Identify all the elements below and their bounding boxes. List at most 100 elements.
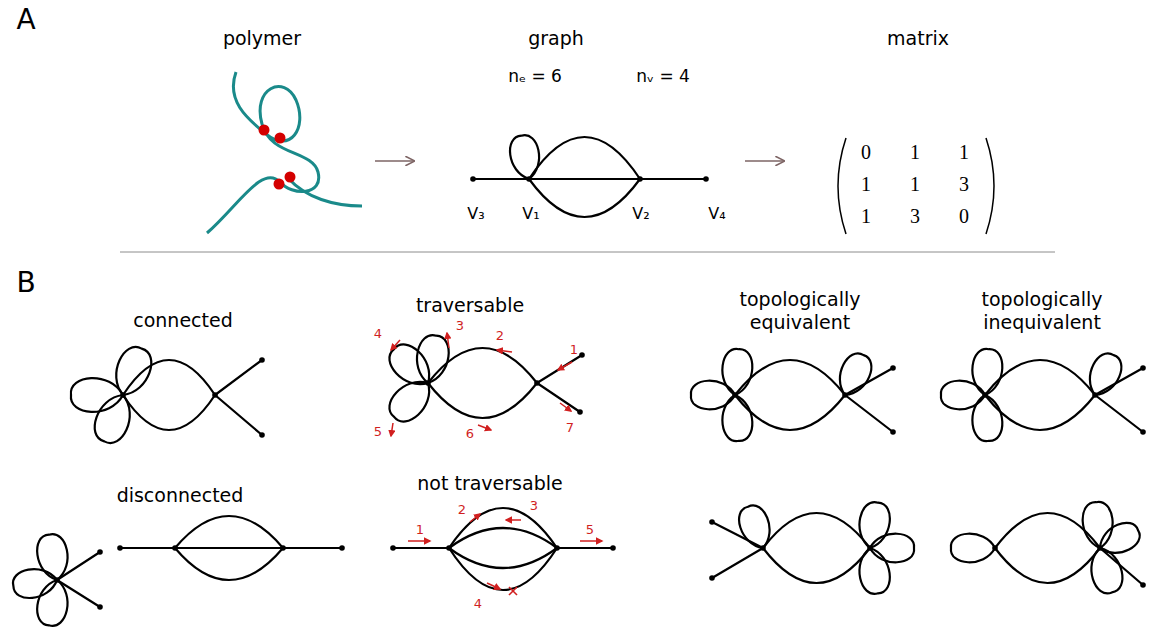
step-arrow — [447, 333, 449, 348]
graph-vertex — [390, 545, 396, 551]
graph-vertex — [554, 545, 560, 551]
step-arrow — [506, 519, 521, 521]
matrix-bracket — [986, 138, 994, 234]
step-number: 4 — [374, 326, 382, 342]
graph-edge — [123, 395, 215, 430]
graph-edge — [529, 179, 640, 217]
step-number: 5 — [374, 424, 382, 440]
graph-edge — [972, 395, 1002, 441]
graph-edge — [537, 355, 582, 383]
transition-arrow — [375, 160, 414, 162]
graph-edge — [71, 378, 123, 412]
matrix-entry: 1 — [910, 172, 920, 196]
graph-vertex — [890, 429, 896, 435]
crosslink-dot — [285, 172, 296, 183]
graph-edge — [735, 360, 845, 395]
graph-vertex — [1140, 582, 1146, 588]
graph-vertex — [259, 357, 265, 363]
graph-vertex — [446, 545, 452, 551]
graph-vertex — [577, 409, 583, 415]
graph-vertex — [117, 545, 123, 551]
step-arrows — [391, 333, 602, 595]
graph-vertex — [867, 545, 873, 551]
graph-vertex — [732, 392, 738, 398]
step-number: 1 — [570, 342, 578, 358]
graph-edge — [739, 505, 770, 548]
graph-edge — [283, 547, 342, 549]
matrix-entry: 0 — [959, 204, 969, 228]
step-number: 2 — [496, 328, 504, 344]
graph-vertex — [470, 176, 476, 182]
step-arrow — [478, 425, 491, 430]
step-number: 3 — [530, 498, 538, 514]
graph-edge — [712, 548, 763, 578]
graph-edge — [393, 547, 449, 549]
graph-edge — [1095, 395, 1143, 432]
graph-vertex — [709, 519, 715, 525]
graph-vertex — [97, 549, 103, 555]
step-number: 3 — [456, 318, 464, 334]
graph-edge — [120, 547, 175, 549]
graph-edge — [1100, 548, 1143, 585]
graph-vertex — [760, 545, 766, 551]
graph-edge — [859, 548, 889, 594]
panel-letter: A — [16, 3, 35, 37]
section-separator — [120, 252, 1055, 253]
blocked-mark — [509, 587, 517, 595]
matrix-entry: 3 — [910, 204, 920, 228]
step-arrow — [560, 403, 571, 411]
graph-edge — [1083, 502, 1113, 548]
step-arrow — [580, 540, 602, 542]
step-arrow — [470, 514, 480, 522]
graph-edge — [389, 382, 429, 422]
graph-vertex — [579, 352, 585, 358]
panel-title: topologically equivalent — [725, 288, 875, 334]
panel-title: traversable — [416, 294, 524, 317]
graph-vertex — [97, 604, 103, 610]
graph-edge — [1100, 523, 1140, 553]
graph-edge — [972, 349, 1002, 395]
graph-edge — [941, 381, 985, 410]
graph-vertex — [1092, 392, 1098, 398]
graph-vertex — [339, 545, 345, 551]
matrix-entry: 1 — [959, 140, 969, 164]
graph-edge — [985, 395, 1095, 430]
graph-edge — [845, 395, 893, 432]
graph-vertex — [54, 577, 60, 583]
polymer-chain — [288, 178, 362, 206]
graph-vertex — [842, 392, 848, 398]
crosslink-dot — [259, 125, 270, 136]
graph-vertex — [610, 545, 616, 551]
panel-title: matrix — [887, 27, 949, 50]
graph-edge — [557, 547, 613, 549]
matrix-bracket — [838, 138, 846, 234]
panel-title: polymer — [223, 27, 301, 50]
vertex-label: V₃ — [467, 204, 484, 223]
graph-edge — [428, 383, 537, 418]
graph-edge — [1095, 368, 1143, 395]
crosslink-dot — [274, 179, 285, 190]
panel-title: disconnected — [117, 484, 244, 507]
graph-vertex — [1140, 365, 1146, 371]
graph-edge — [510, 135, 539, 179]
graph-edge — [175, 548, 283, 580]
graph-edge — [722, 349, 752, 395]
graph-edge — [995, 548, 1100, 583]
graph-vertex — [703, 176, 709, 182]
graph-edge — [473, 178, 529, 180]
graph-edge — [529, 137, 640, 179]
graph-edge — [215, 395, 262, 435]
graph-vertex — [890, 365, 896, 371]
matrix-entry: 0 — [861, 140, 871, 164]
panel-title: topologically inequivalent — [967, 288, 1117, 334]
graph-edge — [537, 383, 580, 412]
graph-vertex — [280, 545, 286, 551]
graph-vertex — [534, 380, 540, 386]
graph-edge — [985, 360, 1095, 395]
vertex-label: V₄ — [708, 204, 725, 223]
graph-count: nᵥ = 4 — [636, 66, 690, 86]
step-arrow — [391, 423, 393, 436]
graph-vertex — [526, 176, 532, 182]
vertex-label: V₁ — [522, 204, 539, 223]
graph-vertex — [259, 432, 265, 438]
